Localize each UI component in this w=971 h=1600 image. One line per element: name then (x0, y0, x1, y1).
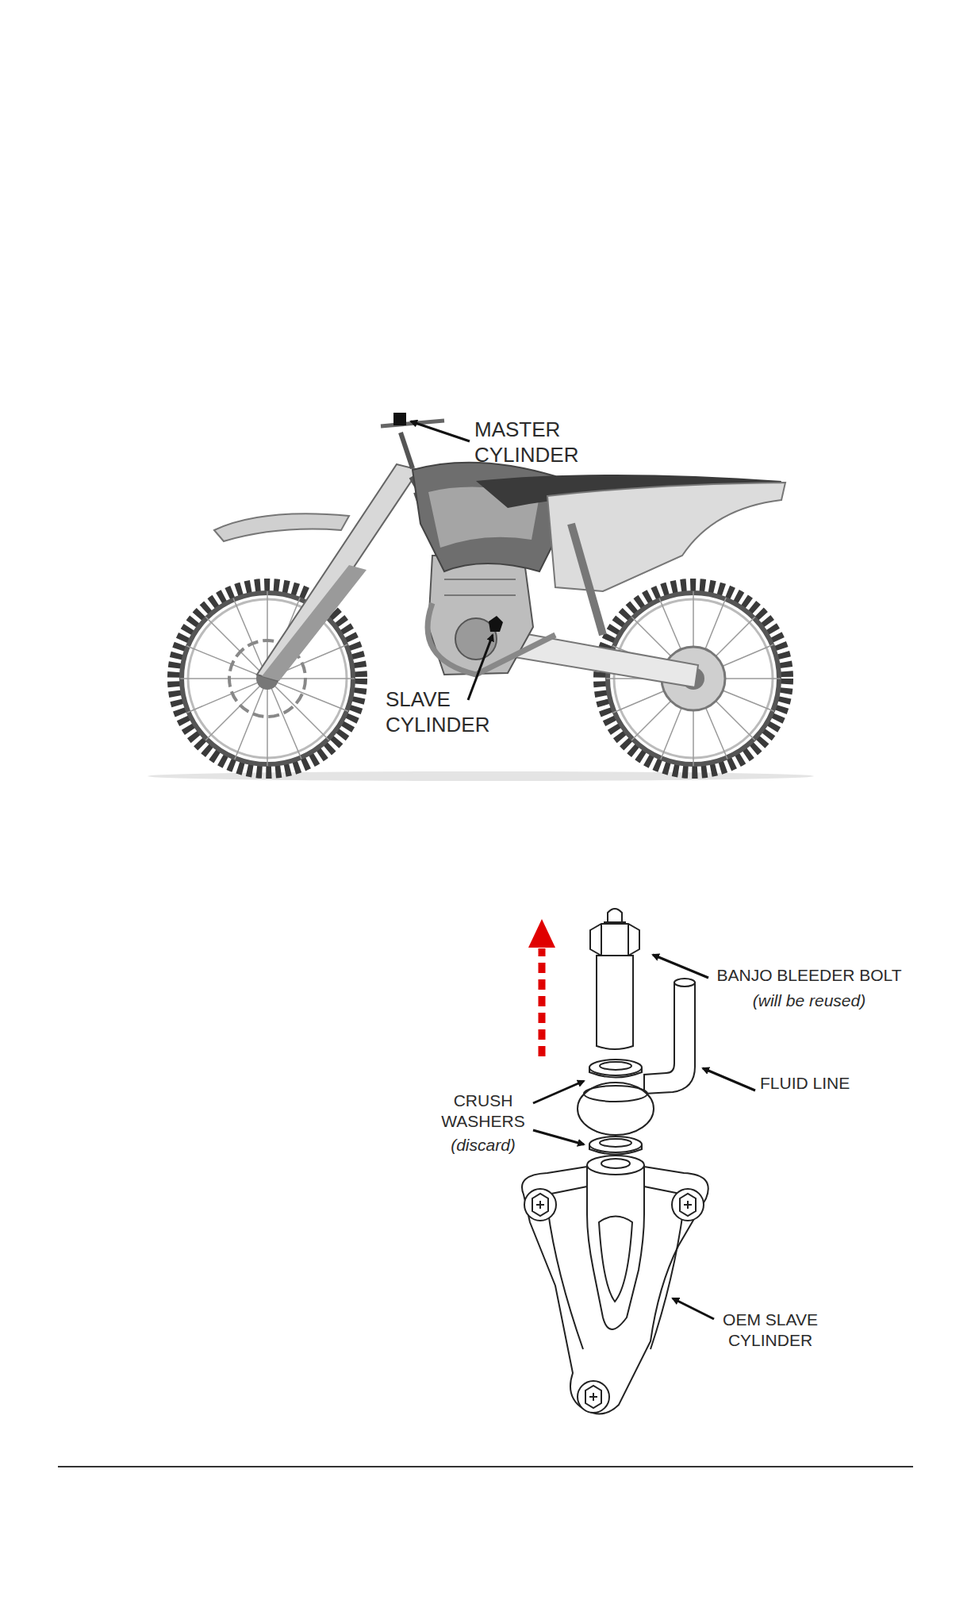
part-label: BANJO BLEEDER BOLT (710, 964, 909, 986)
footer-rule (57, 1465, 914, 1467)
note-label: (discard) (435, 1134, 531, 1156)
leader-arrow (468, 634, 493, 700)
note-label: (will be reused) (710, 990, 909, 1011)
part-label: MASTER CYLINDER (474, 417, 594, 468)
part-label: CRUSH WASHERS (435, 1089, 531, 1131)
part-label: FLUID LINE (759, 1072, 887, 1094)
exploded-view (521, 908, 709, 1413)
part-label: SLAVE CYLINDER (385, 686, 505, 737)
part-label: OEM SLAVE CYLINDER (702, 1308, 838, 1350)
motorcycle-photo (147, 412, 814, 781)
leader-arrow (410, 421, 470, 442)
leader-arrows (533, 954, 756, 1319)
